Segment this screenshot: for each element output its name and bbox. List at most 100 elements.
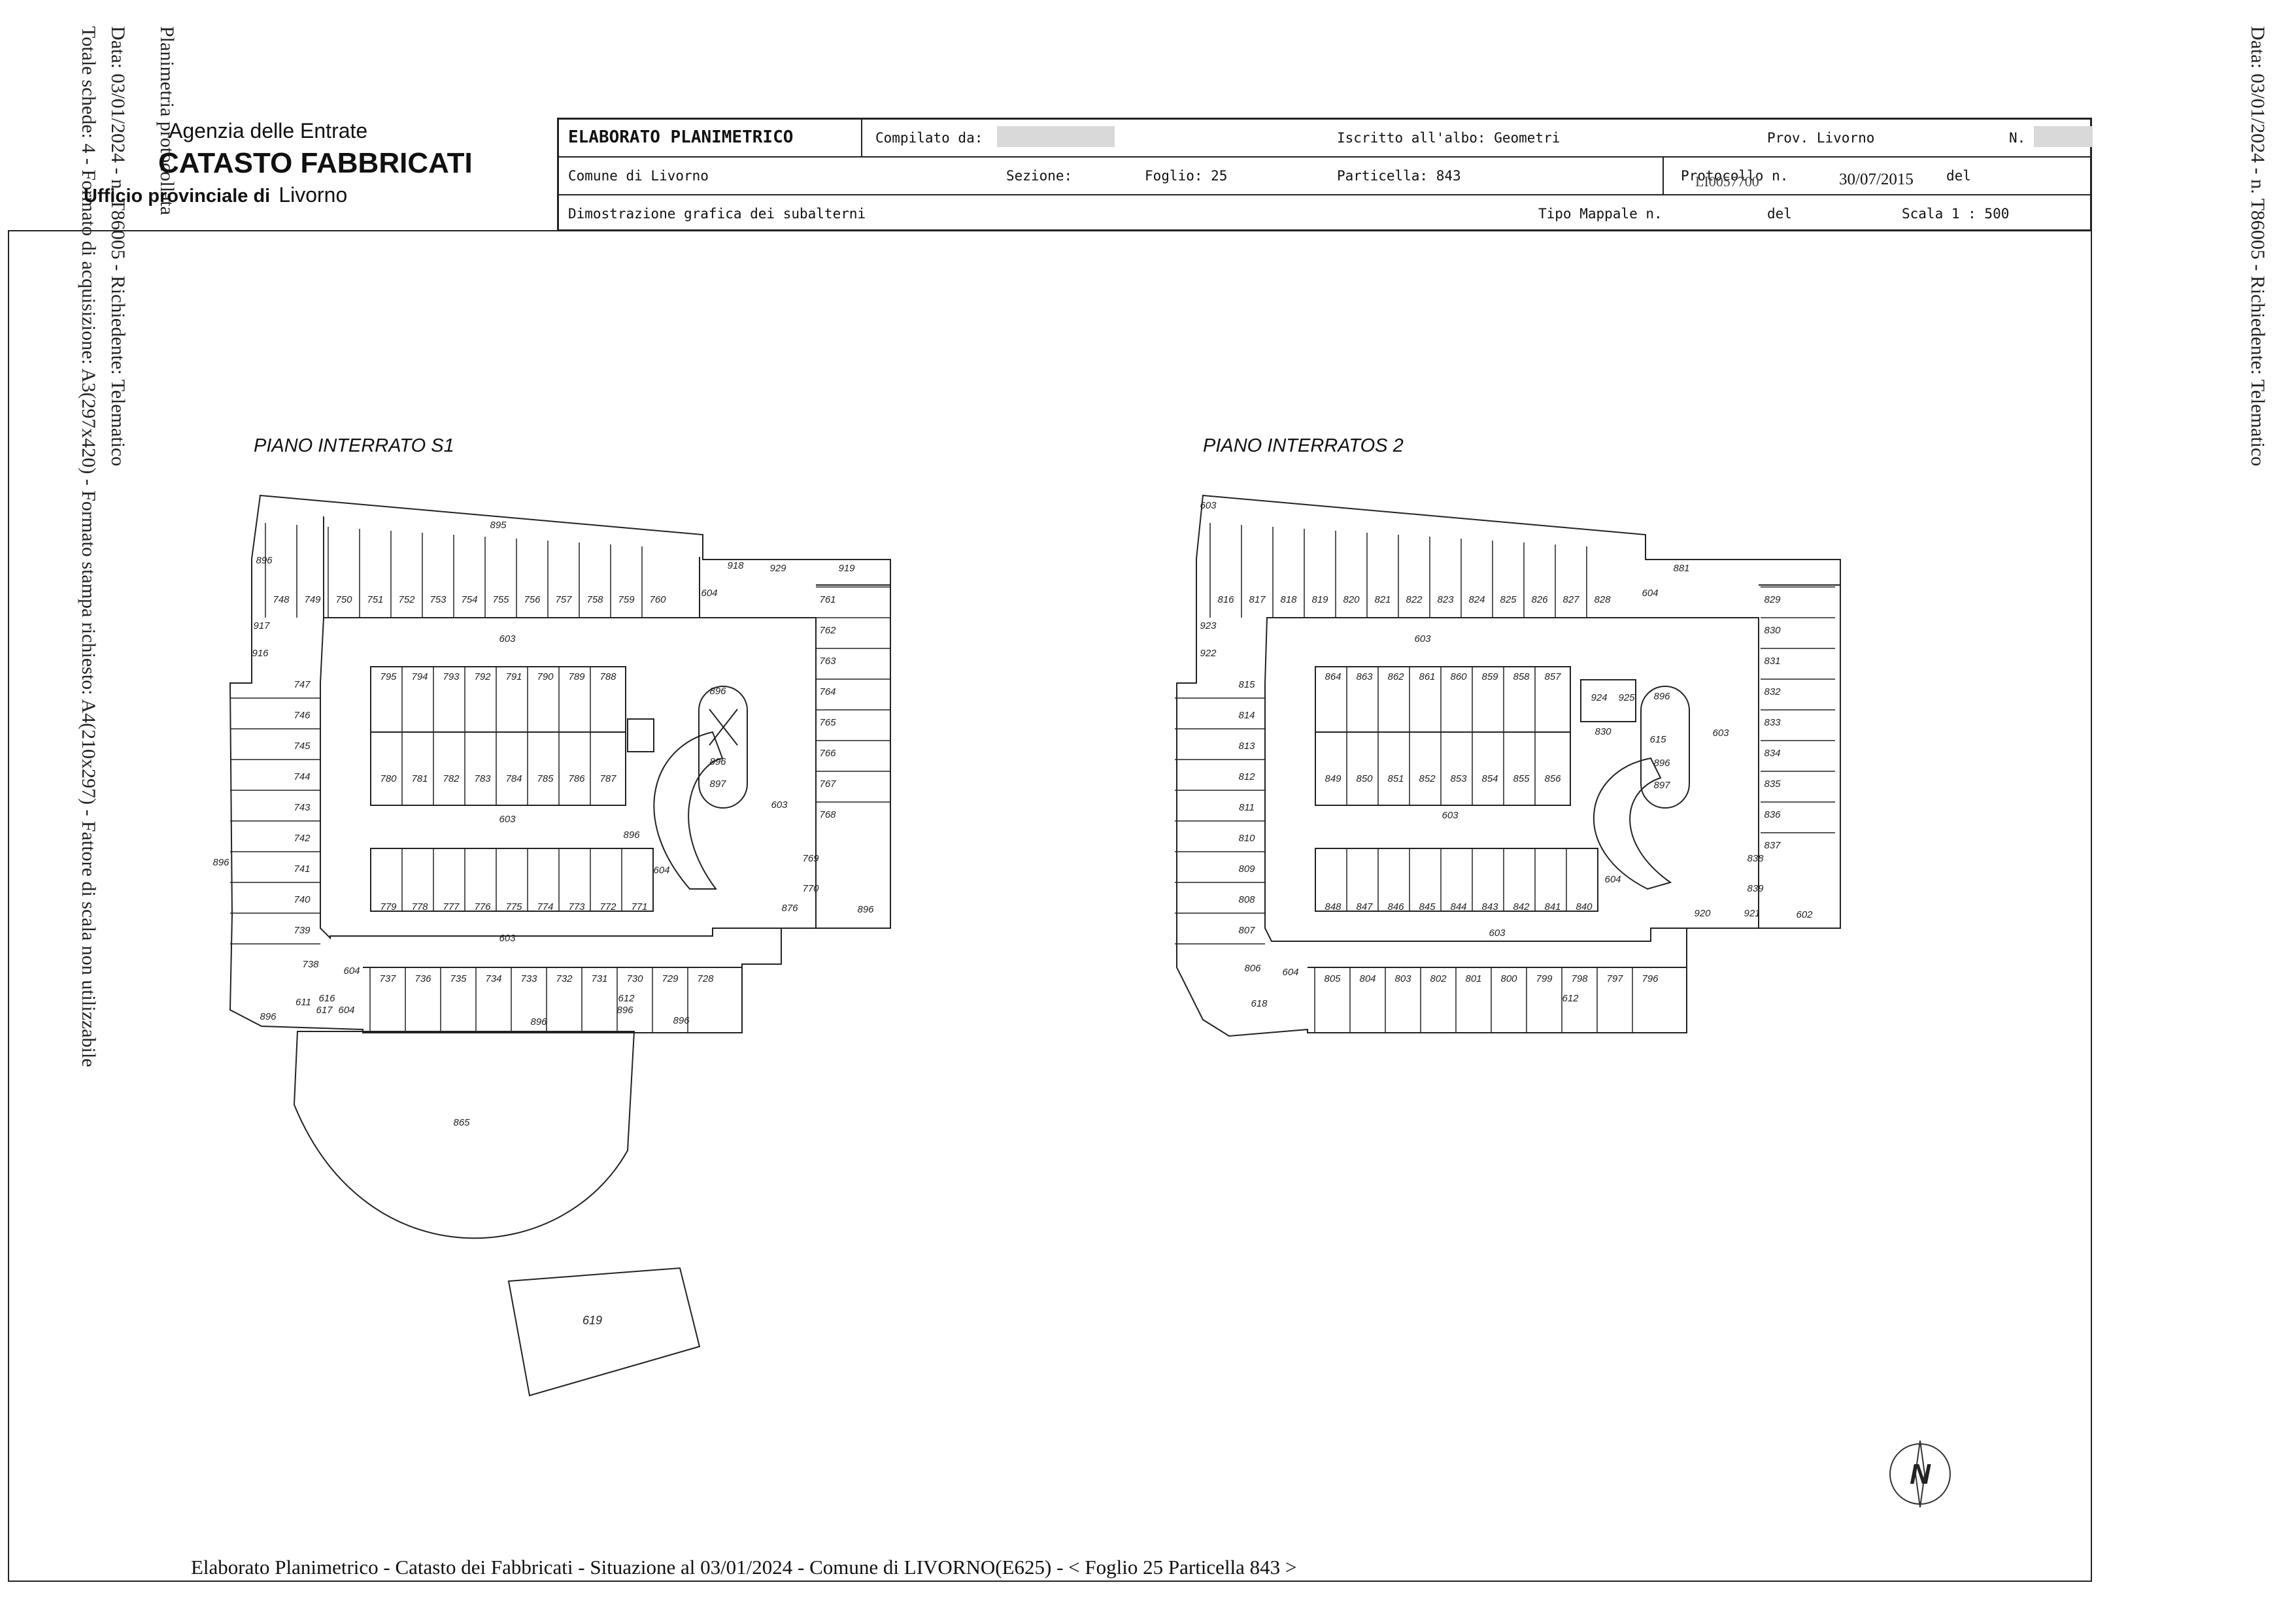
stall-label: 791	[505, 671, 522, 682]
stall-label: 767	[819, 778, 836, 790]
label-616: 616	[318, 993, 335, 1004]
label-806: 806	[1244, 963, 1261, 974]
stall-label: 835	[1764, 778, 1781, 790]
comune-label: Comune di Livorno	[568, 168, 709, 184]
prov-label: Prov. Livorno	[1767, 130, 1875, 146]
stall-label: 777	[443, 901, 460, 912]
stall-label: 811	[1239, 802, 1255, 813]
label-603: 603	[499, 933, 516, 944]
label-603: 603	[1489, 928, 1506, 939]
ufficio-label: Ufficio provinciale di	[84, 186, 271, 207]
stall-label: 773	[568, 901, 585, 912]
stall-label: 850	[1356, 773, 1373, 784]
side-text-data-right: Data: 03/01/2024 - n. T86005 - Richieden…	[2247, 26, 2269, 467]
stall-label: 807	[1238, 925, 1255, 936]
stall-label: 731	[591, 973, 607, 984]
s2-core-924	[1580, 679, 1636, 722]
s1-drive-aisle	[320, 617, 817, 940]
stall-label: 789	[568, 671, 585, 682]
stall-label: 844	[1450, 901, 1466, 912]
stall-label: 781	[411, 773, 428, 784]
stall-label: 820	[1343, 594, 1360, 605]
label-896: 896	[1653, 691, 1670, 702]
label-604: 604	[338, 1005, 354, 1016]
stall-label: 821	[1374, 594, 1391, 605]
stall-label: 748	[273, 594, 290, 605]
label-896: 896	[709, 686, 726, 697]
stall-label: 809	[1238, 863, 1255, 875]
stall-label: 770	[802, 883, 819, 894]
label-897: 897	[709, 778, 726, 790]
label-925: 925	[1618, 692, 1635, 703]
label-617: 617	[316, 1005, 333, 1016]
label-612: 612	[1562, 993, 1579, 1004]
stall-label: 836	[1764, 809, 1781, 820]
stall-label: 755	[492, 594, 509, 605]
plan-title-s2: PIANO INTERRATOS 2	[1203, 435, 1404, 456]
stall-label: 833	[1764, 717, 1781, 728]
stall-label: 763	[819, 656, 836, 667]
stall-label: 750	[335, 594, 352, 605]
stall-label: 828	[1594, 594, 1611, 605]
north-compass: N	[1889, 1440, 1951, 1508]
label-923: 923	[1200, 620, 1217, 631]
label-876: 876	[781, 903, 798, 914]
stall-label: 808	[1238, 894, 1255, 905]
foglio-label: Foglio: 25	[1145, 168, 1228, 184]
label-896: 896	[1653, 758, 1670, 769]
label-615: 615	[1649, 734, 1666, 745]
stall-label: 743	[294, 802, 311, 813]
stall-label: 774	[537, 901, 553, 912]
stall-label: 810	[1238, 833, 1255, 844]
label-896: 896	[709, 756, 726, 767]
stall-label: 746	[294, 710, 311, 721]
stall-label: 824	[1468, 594, 1485, 605]
stall-label: 838	[1747, 853, 1764, 864]
stall-label: 775	[505, 901, 522, 912]
label-604: 604	[1604, 874, 1621, 885]
label-603: 603	[1200, 500, 1217, 511]
plan-s2	[1176, 494, 1841, 1037]
stall-label: 786	[568, 773, 585, 784]
s1-annex-619	[507, 1267, 701, 1397]
stall-label: 795	[380, 671, 397, 682]
ufficio-provinciale: Ufficio provinciale di Livorno	[84, 183, 347, 207]
stall-label: 739	[294, 925, 311, 936]
stall-label: 780	[380, 773, 397, 784]
stall-label: 802	[1430, 973, 1447, 984]
stall-label: 783	[474, 773, 491, 784]
header-title: ELABORATO PLANIMETRICO	[568, 127, 794, 147]
label-896: 896	[673, 1015, 690, 1026]
stall-label: 860	[1450, 671, 1467, 682]
stall-label: 787	[599, 773, 616, 784]
header-divider-2	[1663, 158, 1664, 194]
stall-label: 749	[304, 594, 321, 605]
stall-label: 758	[586, 594, 603, 605]
stall-label: 837	[1764, 840, 1781, 851]
label-897: 897	[1653, 780, 1670, 791]
stall-label: 756	[524, 594, 541, 605]
stall-label: 862	[1387, 671, 1404, 682]
stall-label: 826	[1531, 594, 1548, 605]
label-603: 603	[771, 799, 788, 811]
label-896: 896	[256, 555, 273, 566]
stall-label: 793	[443, 671, 460, 682]
label-924: 924	[1591, 692, 1607, 703]
label-865: 865	[453, 1117, 470, 1128]
label-604: 604	[1642, 588, 1658, 599]
label-896: 896	[623, 829, 640, 841]
particella-label: Particella: 843	[1337, 168, 1461, 184]
label-919: 919	[838, 563, 855, 574]
stall-label: 730	[626, 973, 643, 984]
stall-label: 736	[414, 973, 431, 984]
compass-letter: N	[1910, 1458, 1931, 1490]
redacted-n	[2034, 126, 2093, 147]
s1-semicircle-annex	[293, 1031, 635, 1239]
plan-s1	[229, 494, 891, 1397]
stall-label: 732	[556, 973, 573, 984]
stall-label: 832	[1764, 686, 1781, 697]
stall-label: 790	[537, 671, 554, 682]
stall-label: 776	[474, 901, 491, 912]
label-603: 603	[1712, 728, 1729, 739]
